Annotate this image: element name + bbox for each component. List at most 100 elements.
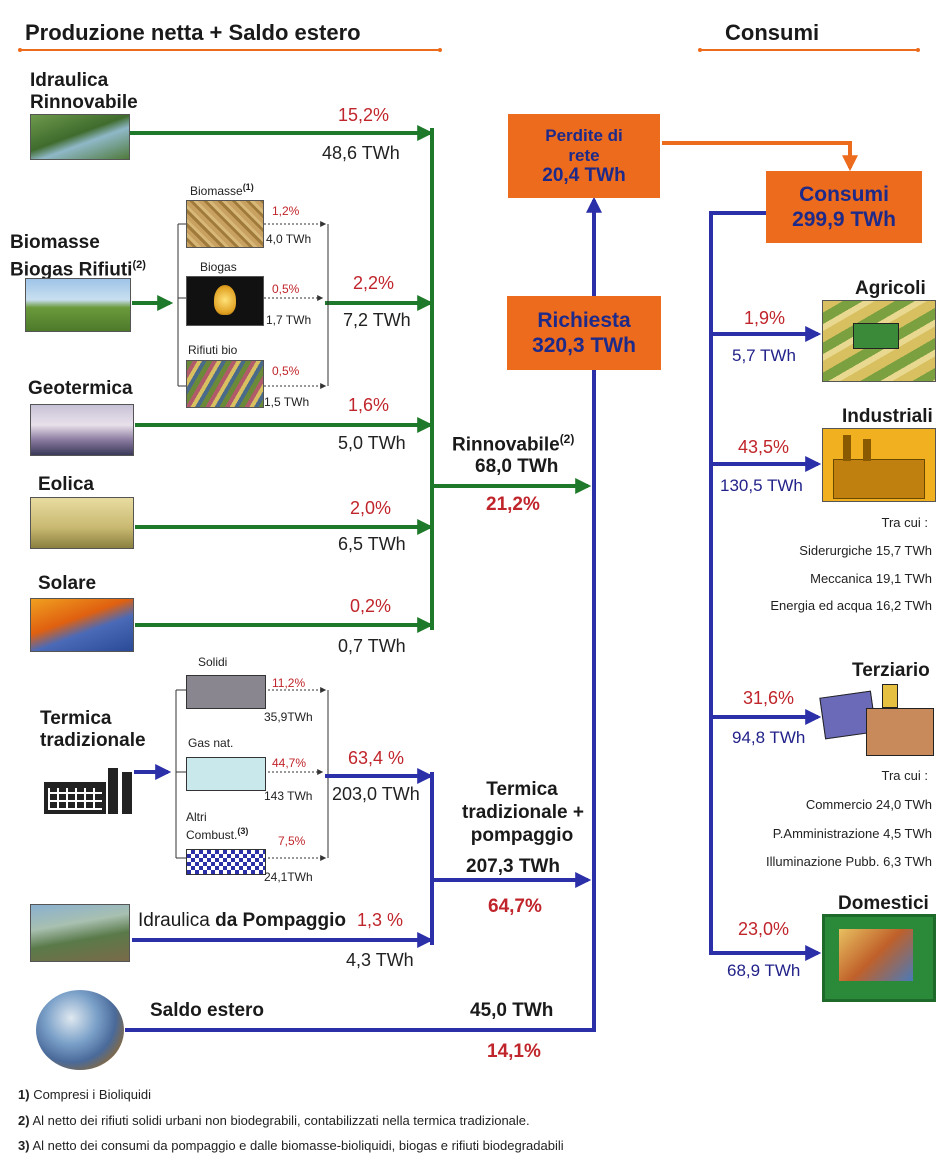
idraulica-pct: 15,2%: [338, 105, 390, 125]
bulb-icon: [882, 684, 898, 708]
flame-icon: [214, 285, 236, 315]
termica-twh: 203,0 TWh: [332, 784, 420, 805]
industriali-item-1: Siderurgiche 15,7 TWh: [799, 543, 932, 558]
eolica-label: Eolica: [38, 474, 94, 495]
termica-pompaggio-label: Termica tradizionale + pompaggio: [462, 779, 584, 846]
domestici-pct: 23,0%: [738, 919, 790, 939]
biogas-plant-photo: [25, 278, 131, 332]
renewable-flow-arrows: [130, 125, 592, 633]
terziario-tra-cui: Tra cui :: [881, 768, 928, 783]
domestici-label: Domestici: [838, 893, 929, 914]
biomasse-sub-label: Biomasse(1): [190, 182, 254, 198]
geotermica-pct: 1,6%: [348, 395, 390, 415]
pompaggio-twh: 4,3 TWh: [346, 950, 414, 970]
saldo-twh: 45,0 TWh: [470, 1000, 554, 1021]
altri-twh: 24,1TWh: [264, 870, 313, 884]
biogas-flame-photo: [186, 276, 264, 326]
geotermica-label: Geotermica: [28, 378, 133, 399]
industriali-twh: 130,5 TWh: [720, 476, 803, 495]
geotermica-twh: 5,0 TWh: [338, 433, 406, 453]
solare-pct: 0,2%: [350, 596, 392, 616]
biogas-sub-pct: 0,5%: [272, 282, 300, 296]
agricoli-pct: 1,9%: [744, 308, 786, 328]
pompaggio-label: Idraulica da Pompaggio: [138, 910, 347, 931]
eolica-pct: 2,0%: [350, 498, 392, 518]
solidi-label: Solidi: [198, 655, 228, 669]
wind-turbine-photo: [30, 497, 134, 549]
rinnovabile-pct: 21,2%: [486, 494, 540, 515]
household-icon: [822, 914, 936, 1002]
altri-pct: 7,5%: [278, 834, 306, 848]
consumi-box: Consumi 299,9 TWh: [766, 171, 922, 243]
gas-pct: 44,7%: [272, 756, 307, 770]
consumer-distribution-arrows: [709, 211, 822, 961]
altri-label: Altri Combust.(3): [186, 810, 249, 842]
altri-swatch: [186, 849, 266, 875]
terziario-item-2: P.Amministrazione 4,5 TWh: [772, 826, 932, 841]
biogas-sub-label: Biogas: [200, 260, 237, 274]
header-underlines: [18, 48, 920, 52]
production-header: Produzione netta + Saldo estero: [25, 20, 361, 45]
consumption-header: Consumi: [725, 20, 820, 45]
idraulica-label: Idraulica Rinnovabile: [30, 70, 138, 113]
biomasse-sub-lines: [177, 221, 329, 389]
terziario-twh: 94,8 TWh: [732, 728, 806, 747]
idraulica-twh: 48,6 TWh: [322, 143, 400, 163]
gas-twh: 143 TWh: [264, 789, 313, 803]
solidi-twh: 35,9TWh: [264, 710, 313, 724]
rifiuti-sub-pct: 0,5%: [272, 364, 300, 378]
gas-label: Gas nat.: [188, 736, 234, 750]
eolica-twh: 6,5 TWh: [338, 534, 406, 554]
tertiary-icon: [819, 684, 936, 766]
solare-label: Solare: [38, 573, 97, 594]
agricoli-twh: 5,7 TWh: [732, 346, 796, 365]
biomasse-sub-pct: 1,2%: [272, 204, 300, 218]
biomasse-pct: 2,2%: [353, 273, 395, 293]
globe-icon: [36, 990, 124, 1070]
agriculture-icon: [822, 300, 936, 382]
geothermal-photo: [30, 404, 134, 456]
pumped-hydro-photo: [30, 904, 130, 962]
industriali-tra-cui: Tra cui :: [881, 515, 928, 530]
rifiuti-sub-label: Rifiuti bio: [188, 343, 238, 357]
hydro-photo: [30, 114, 130, 160]
industriali-item-2: Meccanica 19,1 TWh: [810, 571, 932, 586]
terziario-label: Terziario: [852, 660, 930, 681]
thermal-plant-icon: [44, 768, 134, 814]
pompaggio-pct: 1,3 %: [357, 910, 404, 930]
solare-twh: 0,7 TWh: [338, 636, 406, 656]
industry-icon: [822, 428, 936, 502]
saldo-label: Saldo estero: [150, 1000, 265, 1021]
perdite-box: Perdite di rete 20,4 TWh: [508, 114, 660, 198]
footnote-1: 1) Compresi i Bioliquidi: [18, 1087, 151, 1102]
termica-pct: 63,4 %: [348, 748, 405, 768]
rinnovabile-twh: 68,0 TWh: [475, 456, 559, 477]
bio-waste-photo: [186, 360, 264, 408]
termica-label: Termica tradizionale: [40, 708, 146, 751]
industriali-item-3: Energia ed acqua 16,2 TWh: [770, 598, 932, 613]
terziario-pct: 31,6%: [743, 688, 795, 708]
termica-pompaggio-pct: 64,7%: [488, 896, 542, 917]
industriali-pct: 43,5%: [738, 437, 790, 457]
terziario-item-1: Commercio 24,0 TWh: [805, 797, 932, 812]
terziario-item-3: Illuminazione Pubb. 6,3 TWh: [766, 854, 932, 869]
agricoli-label: Agricoli: [855, 278, 926, 299]
rinnovabile-label: Rinnovabile(2): [452, 432, 575, 456]
biogas-sub-twh: 1,7 TWh: [266, 313, 312, 327]
termica-pompaggio-twh: 207,3 TWh: [466, 856, 560, 877]
footnote-3: 3) Al netto dei consumi da pompaggio e d…: [18, 1138, 564, 1153]
solidi-pct: 11,2%: [272, 676, 306, 690]
biomasse-sub-twh: 4,0 TWh: [266, 232, 312, 246]
solar-panel-photo: [30, 598, 134, 652]
solidi-swatch: [186, 675, 266, 709]
footnote-2: 2) Al netto dei rifiuti solidi urbani no…: [18, 1113, 530, 1128]
loss-arrow: [662, 141, 858, 172]
tractor-icon: [853, 323, 899, 349]
biomasse-twh: 7,2 TWh: [343, 310, 411, 330]
biomass-photo: [186, 200, 264, 248]
gas-swatch: [186, 757, 266, 791]
biomasse-label: Biomasse Biogas Rifiuti(2): [10, 232, 146, 281]
domestici-twh: 68,9 TWh: [727, 961, 801, 980]
